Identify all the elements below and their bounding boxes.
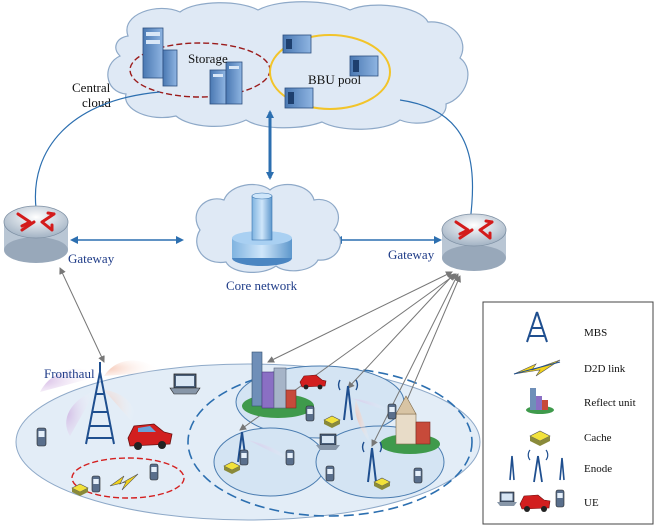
d2d-cluster-ring xyxy=(71,457,185,499)
legend-label-ue: UE xyxy=(584,497,599,509)
enode-icon xyxy=(337,379,359,421)
bbu-unit-icon xyxy=(284,87,314,109)
cloud-left-gateway-link xyxy=(34,91,161,209)
gateway-left-router-icon xyxy=(3,205,69,263)
legend-label-enode: Enode xyxy=(584,463,612,475)
ue-phone-icon xyxy=(36,427,47,447)
legend-reflect-unit-icon xyxy=(526,388,554,414)
legend-ue-icon xyxy=(497,489,565,512)
beam xyxy=(104,360,160,376)
bbu-unit-icon xyxy=(282,34,312,54)
small-cell-cluster-ring xyxy=(187,367,473,517)
beam xyxy=(104,390,136,424)
legend-label-d2d-link: D2D link xyxy=(584,363,626,375)
storage-server-icon xyxy=(209,61,243,105)
ue-phone-icon xyxy=(285,449,295,466)
ue-phone-icon xyxy=(325,465,335,482)
bbu-unit-icon xyxy=(349,55,379,77)
legend-label-mbs: MBS xyxy=(584,327,607,339)
central-cloud-label-line1: Central xyxy=(72,80,111,95)
ue-phone-icon xyxy=(149,463,159,481)
gateway-right-router-icon xyxy=(441,213,507,271)
legend-d2d-link-icon xyxy=(513,359,561,377)
fronthaul-label: Fronthaul xyxy=(44,366,95,381)
cache-icon xyxy=(223,461,241,474)
storage-label: Storage xyxy=(188,51,228,66)
d2d-link-icon xyxy=(109,473,139,491)
beam xyxy=(248,440,292,462)
fronthaul-link xyxy=(59,267,105,363)
fronthaul-link xyxy=(401,275,461,413)
ue-phone-icon xyxy=(239,449,249,466)
legend-label-cache: Cache xyxy=(584,432,612,444)
ue-phone-icon xyxy=(413,467,423,484)
legend-enode-icon xyxy=(509,449,565,483)
legend-mbs-icon xyxy=(526,311,548,343)
ue-phone-icon xyxy=(305,405,315,422)
legend-box: MBS D2D link Reflect unit Cache Enode xyxy=(482,301,654,525)
reflect-unit-building-icon xyxy=(380,395,440,454)
ue-car-icon xyxy=(127,423,173,450)
legend-cache-icon xyxy=(529,430,551,446)
gateway-right-label: Gateway xyxy=(388,247,435,262)
fronthaul-link xyxy=(347,273,455,389)
reflect-unit-building-icon xyxy=(242,351,314,418)
cloud-right-gateway-link xyxy=(399,99,474,223)
core-network-label: Core network xyxy=(226,278,298,293)
gateway-left-label: Gateway xyxy=(68,251,115,266)
core-network-icon xyxy=(232,192,292,266)
central-cloud-label-line2: cloud xyxy=(82,95,111,110)
ue-laptop-icon xyxy=(316,433,340,450)
beam xyxy=(66,390,96,436)
ue-laptop-icon xyxy=(169,373,201,395)
cache-icon xyxy=(323,415,341,428)
small-cell-zone xyxy=(213,427,327,497)
ue-phone-icon xyxy=(91,475,101,493)
ue-phone-icon xyxy=(387,403,397,420)
bbu-pool-ring xyxy=(269,34,391,110)
storage-server-icon xyxy=(142,27,178,87)
cache-icon xyxy=(71,483,89,496)
beam xyxy=(40,368,100,392)
mbs-tower-icon xyxy=(85,362,115,445)
legend-label-reflect-unit: Reflect unit xyxy=(584,397,636,409)
ue-car-icon xyxy=(299,374,327,390)
bbu-pool-label: BBU pool xyxy=(308,72,361,87)
cache-icon xyxy=(373,477,391,490)
enode-icon xyxy=(361,441,383,483)
